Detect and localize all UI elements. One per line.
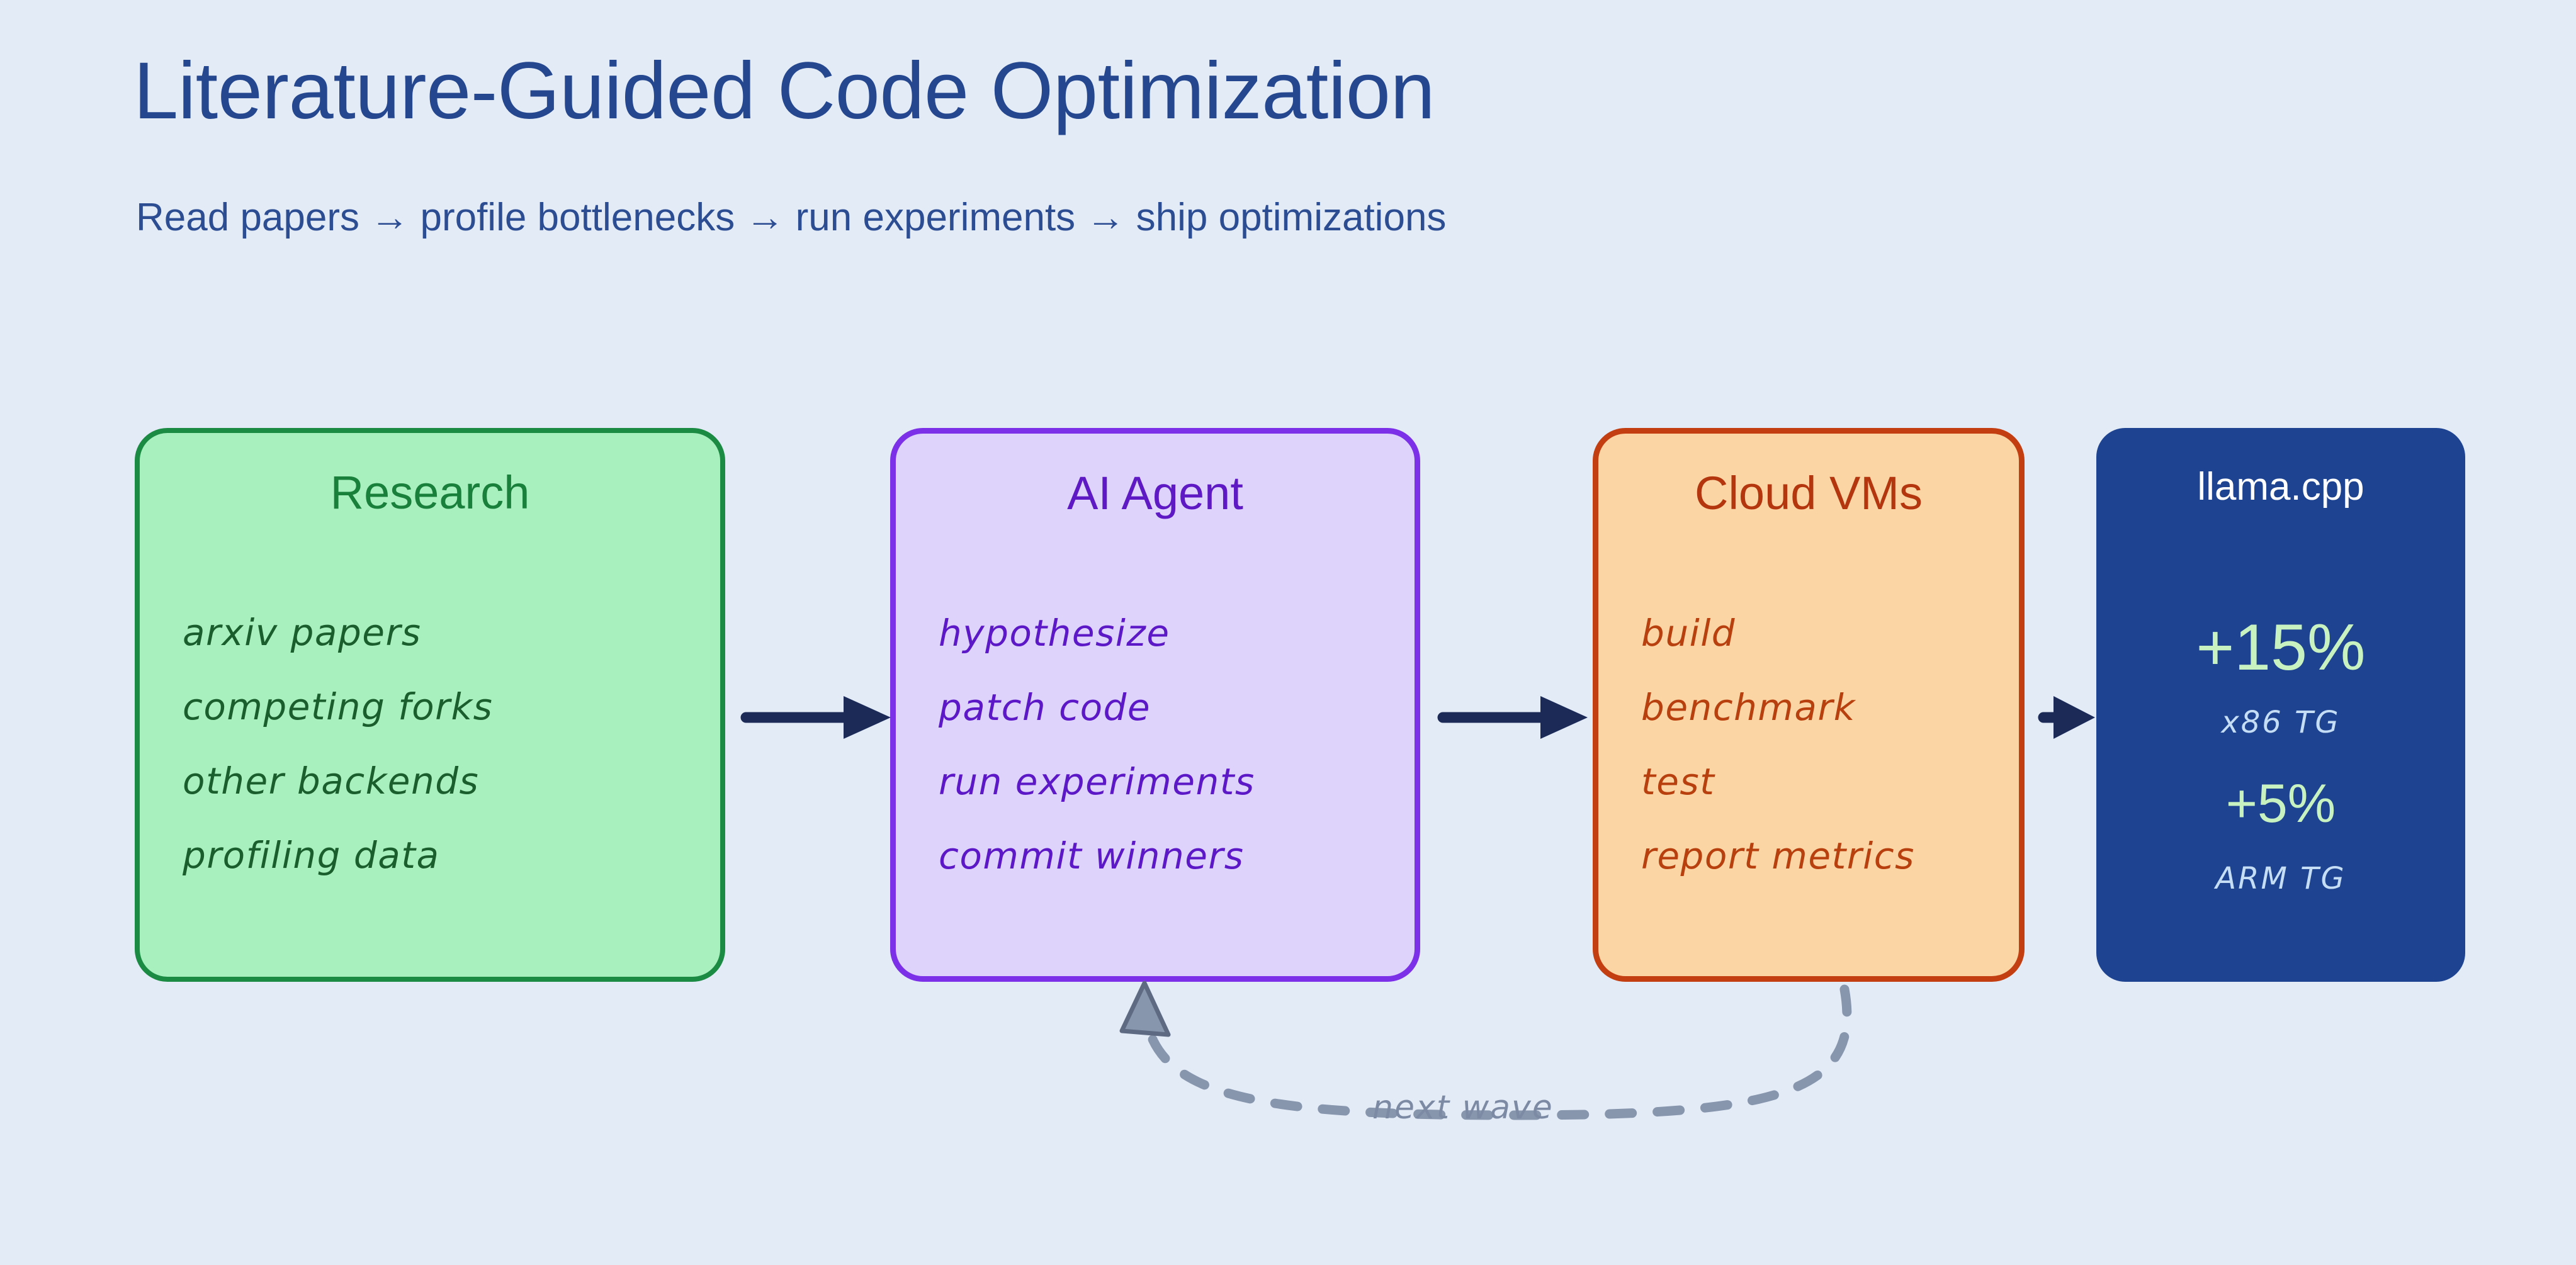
node-ai-agent-item: hypothesize: [939, 612, 1170, 655]
node-cloud-vms-items: build benchmark test report metrics: [1598, 596, 2019, 893]
node-cloud-vms[interactable]: Cloud VMs build benchmark test report me…: [1593, 428, 2025, 982]
result-metric-x86-value: +15%: [2196, 611, 2366, 684]
result-title: llama.cpp: [2197, 465, 2364, 509]
feedback-loop-label: next wave: [1372, 1089, 1554, 1127]
result-metric-arm-value: +5%: [2225, 773, 2336, 834]
node-ai-agent-item: run experiments: [939, 760, 1255, 803]
result-metric-arm-label: ARM TG: [2215, 861, 2346, 896]
arrow-research-to-agent: [740, 696, 891, 739]
node-ai-agent-item: patch code: [939, 686, 1151, 729]
node-research-items: arxiv papers competing forks other backe…: [140, 595, 720, 892]
page-title: Literature-Guided Code Optimization: [133, 46, 1435, 136]
node-ai-agent[interactable]: AI Agent hypothesize patch code run expe…: [890, 428, 1420, 982]
node-cloud-vms-item: report metrics: [1641, 835, 1915, 877]
node-cloud-vms-item: test: [1641, 760, 1715, 803]
node-ai-agent-items: hypothesize patch code run experiments c…: [896, 596, 1415, 893]
node-research[interactable]: Research arxiv papers competing forks ot…: [135, 428, 725, 982]
node-cloud-vms-title: Cloud VMs: [1695, 467, 1923, 519]
node-research-item: competing forks: [183, 685, 494, 728]
arrow-agent-to-cloud: [1437, 696, 1588, 739]
node-research-item: profiling data: [183, 834, 440, 877]
node-ai-agent-item: commit winners: [939, 835, 1245, 877]
arrow-cloud-to-result: [2038, 696, 2095, 739]
page-subtitle: Read papers → profile bottlenecks → run …: [136, 196, 1447, 239]
node-research-item: arxiv papers: [183, 611, 422, 654]
node-cloud-vms-item: benchmark: [1641, 686, 1856, 729]
node-llama-cpp-result[interactable]: llama.cpp +15% x86 TG +5% ARM TG: [2096, 428, 2465, 982]
node-research-item: other backends: [183, 760, 480, 802]
node-ai-agent-title: AI Agent: [1067, 467, 1243, 519]
node-cloud-vms-item: build: [1641, 612, 1736, 655]
result-metric-x86-label: x86 TG: [2221, 705, 2341, 740]
node-research-title: Research: [330, 466, 530, 519]
